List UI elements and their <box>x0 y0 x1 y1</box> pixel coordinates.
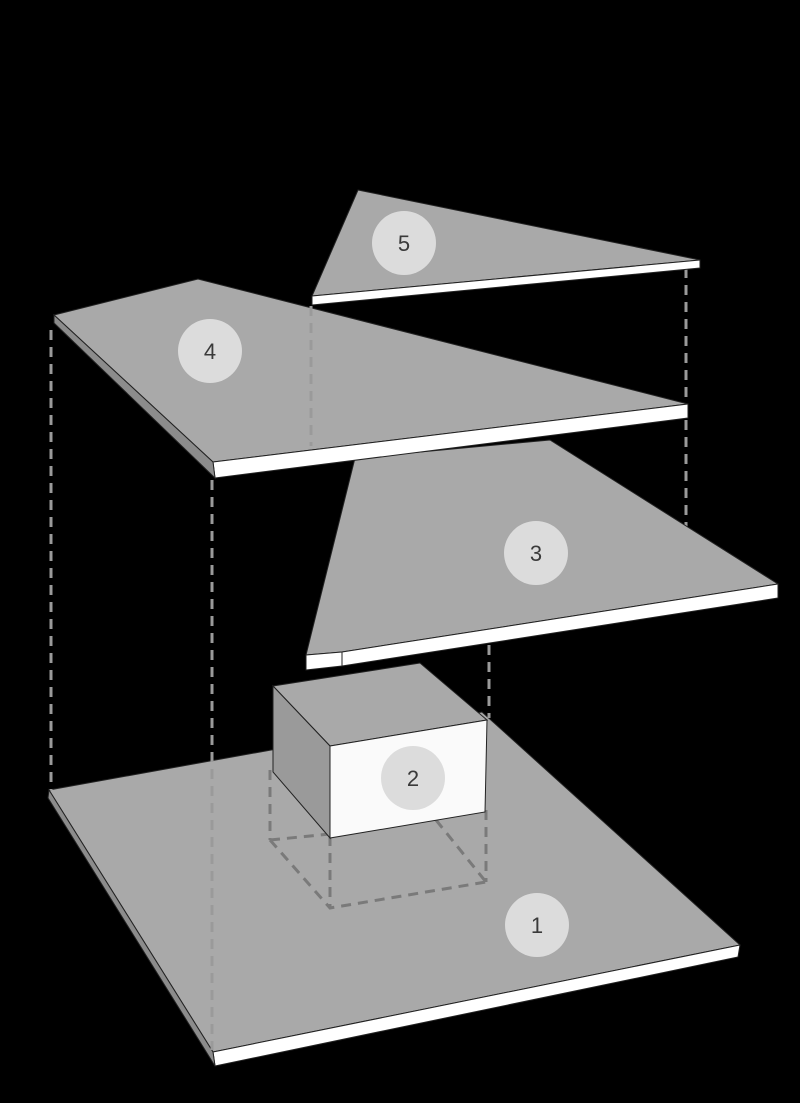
label-2-badge: 2 <box>381 746 445 810</box>
label-3-text: 3 <box>530 541 542 566</box>
label-2-text: 2 <box>407 766 419 791</box>
label-1-text: 1 <box>531 913 543 938</box>
label-5-text: 5 <box>398 231 410 256</box>
label-5-badge: 5 <box>372 211 436 275</box>
label-3-badge: 3 <box>504 521 568 585</box>
label-4-text: 4 <box>204 339 216 364</box>
label-1-badge: 1 <box>505 893 569 957</box>
vertical-guide-lines-upper <box>309 268 688 446</box>
layer-4-plate <box>52 278 689 480</box>
box-footprint-dashed <box>268 770 488 910</box>
label-4-badge: 4 <box>178 319 242 383</box>
vertical-guide-lines-lower <box>49 330 688 1050</box>
layer-1-ground-plate <box>47 711 742 1067</box>
layer-5-plate <box>311 189 701 306</box>
